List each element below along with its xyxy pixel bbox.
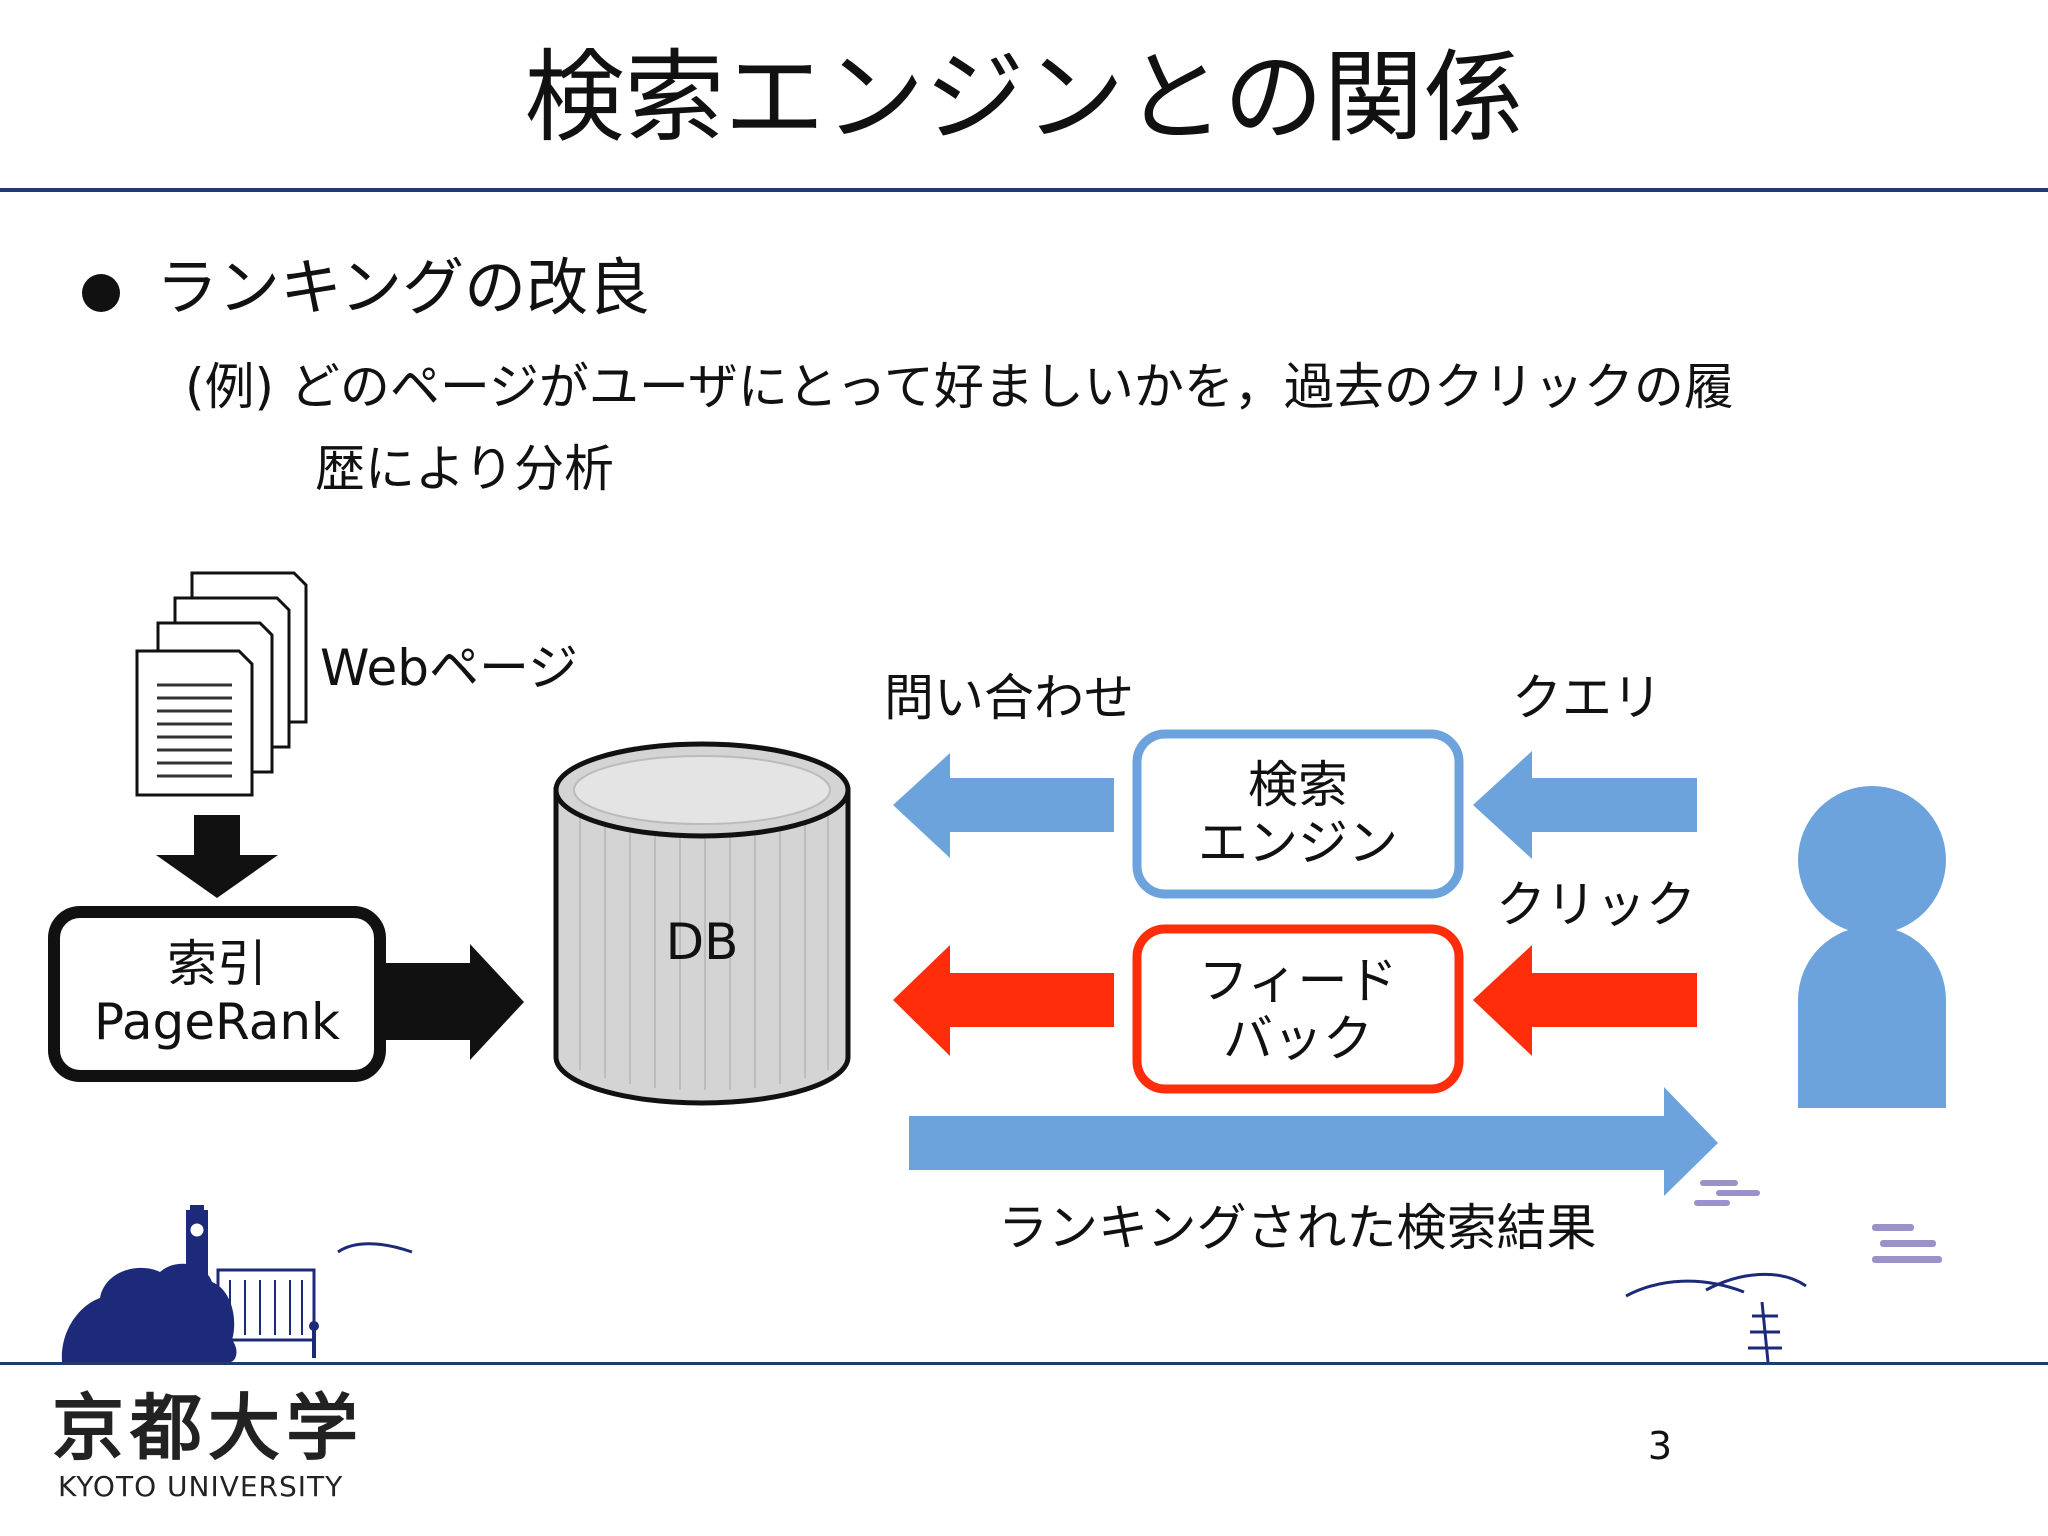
pagerank-label: PageRank [94,993,340,1051]
bullet-dot [82,274,120,312]
footer-divider [0,1362,2048,1365]
feedback-line-2: バック [1223,1010,1373,1068]
query-to-db-label: 問い合わせ [884,669,1134,727]
feedback-to-db-arrow [893,945,1114,1056]
search-engine-box [1132,729,1464,899]
index-box [48,906,386,1082]
title-divider [0,188,2048,192]
university-name-jp: 京都大学 [52,1385,365,1470]
example-line-2: 歴により分析 [315,440,614,498]
down-arrow-icon [156,815,278,898]
web-pages-icon [135,571,308,797]
click-label: クリック [1496,876,1696,934]
user-icon [1798,786,1946,1108]
pagoda-illustration [1625,1272,1807,1363]
web-pages-label: Webページ [320,639,579,697]
slide-title: 検索エンジンとの関係 [524,39,1524,156]
query-to-db-arrow [893,753,1114,858]
campus-illustration [61,1205,413,1362]
result-label: ランキングされた検索結果 [998,1199,1597,1257]
db-label: DB [665,913,739,971]
search-engine-line-2: エンジン [1198,814,1398,872]
query-label: クエリ [1512,669,1662,727]
example-text: (例) どのページがユーザにとって好ましいかを，過去のクリックの履 歴により分析 [185,346,1975,510]
query-arrow [1473,751,1697,859]
click-arrow [1473,945,1697,1056]
university-name-en: KYOTO UNIVERSITY [58,1470,344,1503]
db-cylinder-icon [553,741,851,1106]
index-box-text: 索引 PageRank [54,935,380,1051]
page-number: 3 [1647,1424,1673,1468]
example-line-1: (例) どのページがユーザにとって好ましいかを，過去のクリックの履 [185,358,1734,416]
bullet-text: ランキングの改良 [156,251,651,324]
feedback-box [1132,924,1464,1094]
feedback-line-1: フィード [1198,952,1398,1010]
search-engine-text: 検索 エンジン [1137,756,1459,872]
index-label: 索引 [167,935,267,993]
feedback-text: フィード バック [1137,952,1459,1068]
result-arrow [909,1087,1718,1196]
right-arrow-icon [385,944,524,1060]
search-engine-line-1: 検索 [1248,756,1348,814]
clouds-decoration [1694,1180,1942,1263]
